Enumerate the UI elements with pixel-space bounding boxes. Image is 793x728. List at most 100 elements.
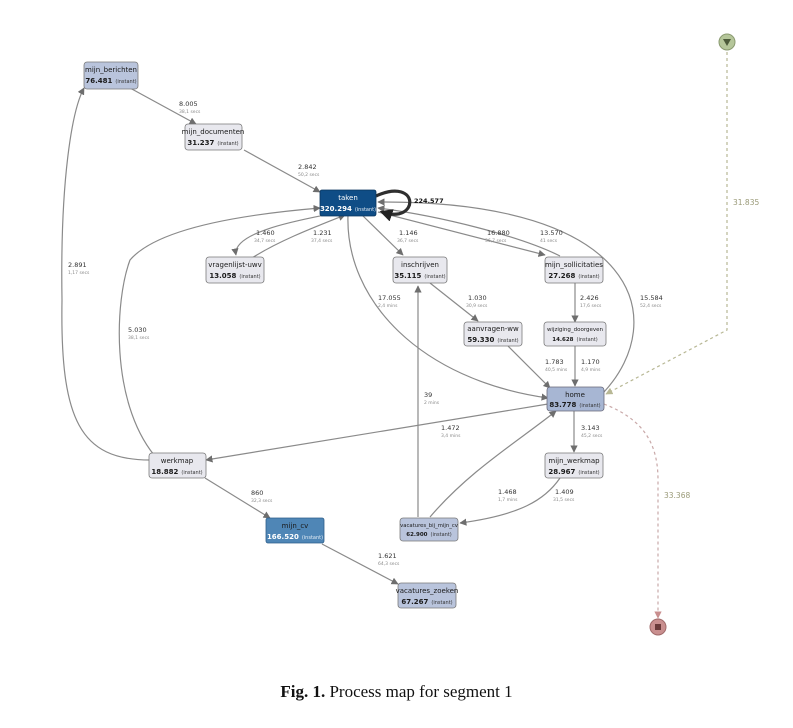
node-mijn-werkmap[interactable]: mijn_werkmap 28.967(instant) (544, 452, 604, 479)
edge-label-duration: 38,1 secs (128, 335, 150, 341)
edge-label-duration: 64,3 secs (378, 561, 400, 567)
node-title: mijn_sollicitaties (545, 261, 603, 269)
edge-label-value: 13.570 (540, 229, 563, 237)
edge-taken-home (347, 214, 549, 401)
node-value-line: 28.967(instant) (548, 468, 599, 476)
edge-home-taken (377, 198, 635, 393)
node-mijn-berichten[interactable]: mijn_berichten 76.481(instant) (83, 61, 139, 90)
edge-label-value: 1.409 (555, 488, 574, 496)
edge-label-value: 1.460 (256, 229, 275, 237)
figure-caption: Fig. 1. Process map for segment 1 (0, 682, 793, 702)
edge-label-value: 1.146 (399, 229, 418, 237)
node-title: aanvragen-ww (467, 325, 519, 333)
edge-label-value: 860 (251, 489, 263, 497)
node-title: mijn_cv (282, 522, 309, 530)
edge-label-value: 2.842 (298, 163, 317, 171)
node-wijziging-doorgeven[interactable]: wijziging_doorgeven 14.628(instant) (543, 321, 607, 347)
edge-label-value: 1.472 (441, 424, 460, 432)
node-werkmap[interactable]: werkmap 18.882(instant) (148, 452, 207, 479)
node-title: vragenlijst-uwv (208, 261, 262, 269)
edge-vacatures-home (429, 410, 557, 518)
edge-taken-loop (375, 189, 412, 222)
node-value-line: 13.058(instant) (209, 272, 260, 280)
edge-label-value: 16.880 (487, 229, 510, 237)
edge-label-value: 15.584 (640, 294, 663, 302)
end-node[interactable] (649, 618, 667, 636)
edge-label-value: 1.030 (468, 294, 487, 302)
node-title: vacatures_zoeken (396, 587, 459, 595)
node-value-line: 18.882(instant) (151, 468, 202, 476)
edge-label-value: 3.143 (581, 424, 600, 432)
edge-documenten-taken (243, 149, 321, 193)
edge-label-value: 2.891 (68, 261, 87, 269)
edge-label-duration: 1,7 mins (498, 497, 518, 503)
edge-label-duration: 3,4 mins (441, 433, 461, 439)
end-square-icon (655, 624, 661, 630)
edge-berichten-documenten (129, 87, 197, 125)
node-taken[interactable]: taken 320.294(instant) (319, 189, 377, 217)
edge-sollicitaties-taken (377, 205, 561, 257)
node-title: mijn_berichten (85, 66, 137, 74)
start-node[interactable] (718, 33, 736, 51)
node-value-line: 83.778(instant) (549, 401, 600, 409)
caption-label: Fig. 1. (280, 682, 326, 701)
start-triangle-icon (723, 39, 731, 46)
node-vacatures-bij-mijn-cv[interactable]: vacatures_bij_mijn_cv 62.900(instant) (399, 517, 459, 542)
edge-label-value: 1.231 (313, 229, 332, 237)
edge-label-value: 17.055 (378, 294, 401, 302)
node-value-line: 320.294(instant) (320, 205, 376, 213)
node-value-line: 14.628(instant) (552, 337, 598, 343)
node-value-line: 31.237(instant) (187, 139, 238, 147)
edge-label-duration: 2 mins (424, 400, 440, 406)
edge-taken-sollicitaties (377, 211, 546, 257)
edge-label-duration: 36,7 secs (485, 238, 507, 244)
edge-label-duration: 30,9 secs (466, 303, 488, 309)
edge-label-duration: 40,5 mins (545, 367, 568, 373)
node-value-line: 166.520(instant) (267, 533, 323, 541)
edge-label-value: 1.170 (581, 358, 600, 366)
edge-taken-vragenlijst (231, 213, 331, 256)
edge-label-value: 2.426 (580, 294, 599, 302)
edge-taken-inschrijven (361, 214, 404, 256)
node-vragenlijst-uwv[interactable]: vragenlijst-uwv 13.058(instant) (205, 256, 265, 284)
edge-vragenlijst-taken (251, 214, 346, 259)
node-title: inschrijven (401, 261, 439, 269)
node-vacatures-zoeken[interactable]: vacatures_zoeken 67.267(instant) (396, 582, 459, 609)
node-mijn-sollicitaties[interactable]: mijn_sollicitaties 27.268(instant) (544, 256, 604, 284)
edge-werkmap-cv (204, 477, 271, 519)
edge-mijn-werkmap-vacatures (459, 477, 561, 526)
node-title: mijn_documenten (182, 128, 245, 136)
node-value-line: 76.481(instant) (85, 77, 136, 85)
edge-label-value: 1.783 (545, 358, 564, 366)
node-title: mijn_werkmap (548, 457, 600, 465)
edge-inschrijven-aanvragen (429, 282, 479, 322)
edge-label-home-end: 33.368 (664, 491, 690, 500)
edge-label-duration: 34,7 secs (254, 238, 276, 244)
node-home[interactable]: home 83.778(instant) (546, 386, 605, 412)
edge-label-value: 1.621 (378, 552, 397, 560)
edge-label-duration: 52,4 secs (640, 303, 662, 309)
node-title: werkmap (161, 457, 194, 465)
edge-label-value: 224.577 (414, 197, 444, 205)
node-value-line: 35.115(instant) (394, 272, 445, 280)
node-title: vacatures_bij_mijn_cv (400, 523, 458, 529)
node-mijn-documenten[interactable]: mijn_documenten 31.237(instant) (182, 123, 245, 151)
caption-text: Process map for segment 1 (329, 682, 513, 701)
edge-label-duration: 50,2 secs (298, 172, 320, 178)
node-value-line: 59.330(instant) (467, 336, 518, 344)
node-mijn-cv[interactable]: mijn_cv 166.520(instant) (265, 517, 325, 544)
node-aanvragen-ww[interactable]: aanvragen-ww 59.330(instant) (463, 321, 523, 347)
edge-home-werkmap (205, 403, 549, 463)
edge-aanvragen-home (507, 345, 551, 389)
edge-label-duration: 31,5 secs (553, 497, 575, 503)
edge-label-duration: 2,4 mins (378, 303, 398, 309)
edge-label-duration: 17,6 secs (580, 303, 602, 309)
node-title: home (565, 391, 585, 399)
edge-label-value: 1.468 (498, 488, 517, 496)
edge-label-value: 39 (424, 391, 432, 399)
edge-start-home (605, 52, 728, 395)
edge-label-duration: 45,2 secs (581, 433, 603, 439)
node-inschrijven[interactable]: inschrijven 35.115(instant) (392, 256, 448, 284)
edge-label-value: 5.030 (128, 326, 147, 334)
